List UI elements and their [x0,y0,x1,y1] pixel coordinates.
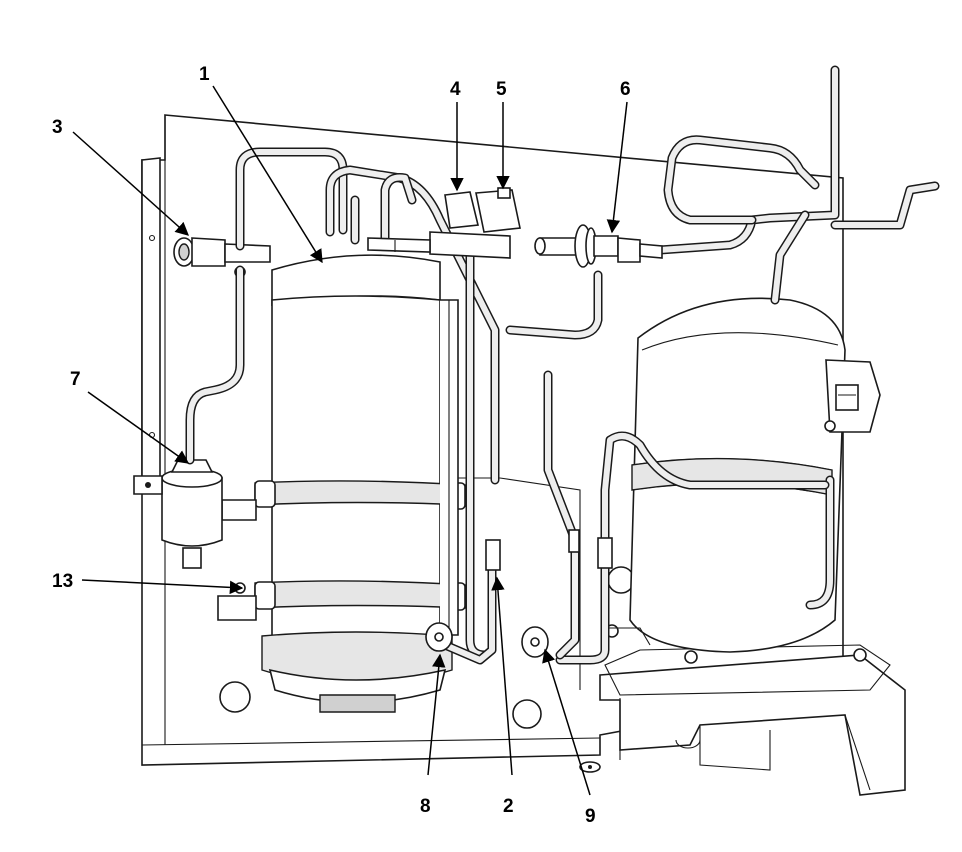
compressor-base [579,644,906,796]
callout-3: 3 [52,117,63,138]
leader-3 [72,131,190,236]
service-ports [425,529,613,658]
callout-5: 5 [496,79,507,100]
receiver-tank [217,254,466,713]
callout-leaders [72,85,628,796]
filter-drier [133,459,223,569]
leader-2 [491,576,513,776]
callout-7: 7 [70,369,81,390]
expansion-valve [534,224,663,268]
leader-1 [212,85,323,264]
callout-2: 2 [503,796,514,817]
callout-6: 6 [620,79,631,100]
callout-1: 1 [199,64,210,85]
leader-6 [606,101,628,234]
callout-labels: 1 2 3 4 5 6 7 8 9 13 [52,64,631,827]
leader-13 [81,579,244,595]
leader-8 [427,653,446,776]
callout-4: 4 [450,79,461,100]
solenoid-valves [367,187,521,259]
callout-9: 9 [585,806,596,827]
leader-9 [542,648,591,796]
callout-8: 8 [420,796,431,817]
refrigerant-piping [185,65,940,665]
leader-7 [87,391,190,464]
callout-13: 13 [52,571,73,592]
